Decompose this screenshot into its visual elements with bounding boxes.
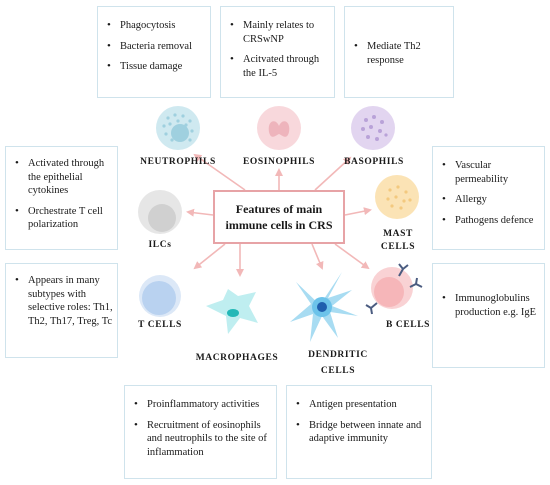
ilcs-info-box: Activated through the epithelial cytokin…	[5, 146, 118, 250]
ilcs-feature: Activated through the epithelial cytokin…	[15, 157, 111, 198]
eosinophils-label: EOSINOPHILS	[242, 157, 316, 167]
arrow-neutrophils	[193, 153, 246, 191]
arrow-ilcs	[186, 208, 214, 217]
macrophages-label: MACROPHAGES	[195, 353, 279, 363]
center-title-line2: immune cells in CRS	[225, 218, 333, 232]
mast-cell-icon	[375, 175, 419, 219]
eosinophils-info-box: Mainly relates to CRSwNP Acitvated throu…	[220, 6, 335, 98]
b-cells-feature: Immunoglobulins production e.g. IgE	[442, 292, 538, 319]
macrophages-info-box: Proinflammatory activities Recruitment o…	[124, 385, 277, 479]
ilc-cell-icon	[138, 190, 182, 234]
neutrophil-cell-icon	[156, 106, 200, 150]
arrow-b-cells	[334, 243, 370, 270]
b-cells-info-box: Immunoglobulins production e.g. IgE	[432, 263, 545, 368]
macrophage-cell-icon	[206, 289, 258, 334]
dendritic-cells-label-line2: CELLS	[320, 366, 356, 376]
ilcs-feature: Orchestrate T cell polarization	[15, 205, 111, 232]
arrow-dendritic-cells	[311, 243, 324, 270]
neutrophils-feature: Tissue damage	[107, 60, 210, 74]
dendritic-cells-label: DENDRITIC CELLS	[298, 347, 378, 379]
macrophages-feature: Proinflammatory activities	[134, 398, 270, 412]
neutrophils-label: NEUTROPHILS	[140, 157, 216, 167]
basophils-label: BASOPHILS	[344, 157, 404, 167]
dendritic-cells-feature: Bridge between innate and adaptive immun…	[296, 419, 425, 446]
t-cells-feature: Appears in many subtypes with selective …	[15, 274, 113, 328]
mast-cells-label-line1: MAST	[383, 229, 413, 239]
dendritic-cells-feature: Antigen presentation	[296, 398, 425, 412]
basophil-cell-icon	[351, 106, 395, 150]
mast-cells-feature: Allergy	[442, 193, 538, 207]
arrows	[186, 153, 372, 277]
arrow-mast-cells	[344, 207, 372, 216]
dendritic-cell-icon	[290, 272, 358, 342]
mast-cells-label: MAST CELLS	[372, 228, 424, 254]
mast-cells-info-box: Vascular permeability Allergy Pathogens …	[432, 146, 545, 250]
center-title-box: Features of main immune cells in CRS	[213, 190, 345, 244]
center-title-line1: Features of main	[235, 202, 323, 216]
eosinophils-feature: Acitvated through the IL-5	[230, 53, 328, 80]
t-cells-label: T CELLS	[138, 320, 182, 330]
neutrophils-feature: Bacteria removal	[107, 40, 210, 54]
basophils-info-box: Mediate Th2 response	[344, 6, 454, 98]
eosinophils-feature: Mainly relates to CRSwNP	[230, 19, 328, 46]
b-cell-icon	[365, 263, 423, 315]
basophils-feature: Mediate Th2 response	[354, 40, 447, 67]
arrow-t-cells	[193, 243, 226, 270]
dendritic-cells-label-line1: DENDRITIC	[308, 350, 368, 360]
ilcs-label: ILCs	[148, 240, 172, 250]
arrow-basophils	[314, 156, 352, 191]
t-cells-info-box: Appears in many subtypes with selective …	[5, 263, 118, 358]
mast-cells-feature: Vascular permeability	[442, 159, 538, 186]
neutrophils-feature: Phagocytosis	[107, 19, 210, 33]
neutrophils-info-box: Phagocytosis Bacteria removal Tissue dam…	[97, 6, 211, 98]
dendritic-cells-info-box: Antigen presentation Bridge between inna…	[286, 385, 432, 479]
b-cells-label: B CELLS	[385, 320, 431, 330]
mast-cells-label-line2: CELLS	[380, 242, 416, 252]
t-cell-icon	[139, 275, 181, 317]
eosinophil-cell-icon	[257, 106, 301, 150]
mast-cells-feature: Pathogens defence	[442, 214, 538, 228]
macrophages-feature: Recruitment of eosinophils and neutrophi…	[134, 419, 270, 460]
